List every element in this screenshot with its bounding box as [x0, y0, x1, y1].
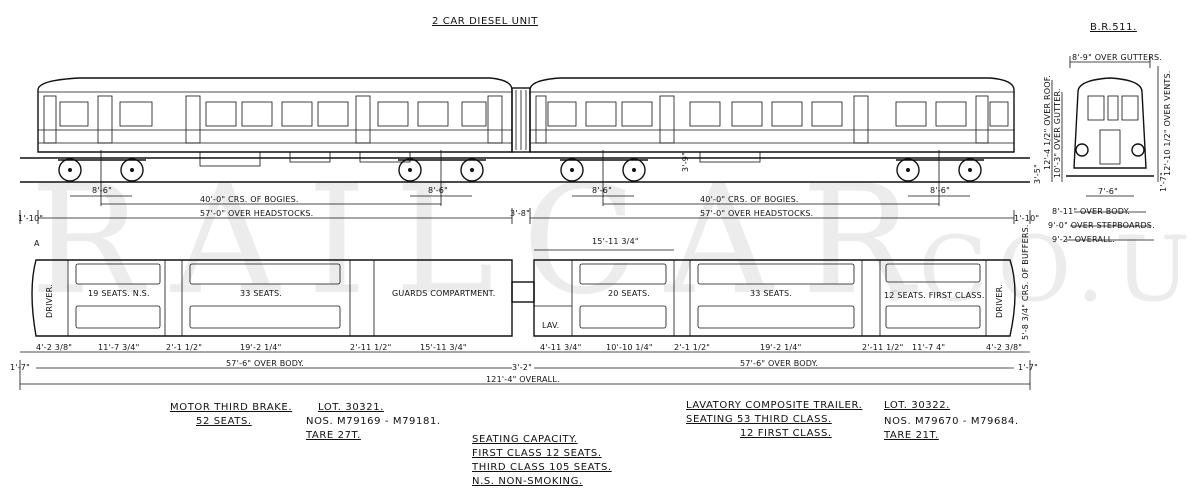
- motor-car-windows: [59, 101, 487, 127]
- bogie-width-dimension: 7'-6": [1098, 187, 1118, 196]
- wheelbase-dimension: 8'-6": [92, 186, 112, 195]
- compartment-label: 19 SEATS. N.S.: [88, 289, 150, 298]
- trailer-car-first: 12 FIRST CLASS.: [740, 428, 832, 439]
- trailer-car-tare: TARE 21T.: [883, 430, 939, 441]
- compartment-dimension: 2'-1 1/2": [166, 343, 202, 352]
- trailer-car-windows: [547, 101, 1009, 127]
- over-stepboards-dimension: 9'-0" OVER STEPBOARDS.: [1048, 221, 1155, 230]
- motor-car-info: MOTOR THIRD BRAKE. LOT. 30321. 52 SEATS.…: [170, 402, 441, 441]
- motor-car-doors: [43, 95, 503, 144]
- coupling-gap-dimension: 3'-2": [512, 363, 532, 372]
- capacity-ns: N.S. NON-SMOKING.: [472, 476, 583, 487]
- diagram-reference: B.R.511.: [1090, 22, 1137, 33]
- compartment-dimension: 11'-7 3/4": [98, 343, 139, 352]
- motor-car-name: MOTOR THIRD BRAKE.: [170, 402, 292, 413]
- end-view-body: [1073, 77, 1147, 169]
- trailer-car-lot: LOT. 30322.: [884, 400, 950, 411]
- capacity-heading: SEATING CAPACITY.: [472, 434, 578, 445]
- body-length-dimension: 57'-6" OVER BODY.: [740, 359, 818, 368]
- bogie: [58, 158, 146, 182]
- guards-length-dimension: 15'-11 3/4": [592, 237, 639, 246]
- trailer-car-seating: SEATING 53 THIRD CLASS.: [686, 414, 832, 425]
- seating-capacity-block: SEATING CAPACITY. FIRST CLASS 12 SEATS. …: [471, 434, 612, 487]
- bogie: [896, 158, 984, 182]
- gangway-gap-dimension: 3'-8": [510, 209, 530, 218]
- motor-car-numbers: NOS. M79169 - M79181.: [306, 416, 441, 427]
- compartment-dimension: 4'-2 3/8": [36, 343, 72, 352]
- motor-car-plan: [31, 259, 513, 337]
- wheelbase-dimension: 8'-6": [930, 186, 950, 195]
- trailer-car-plan: [533, 259, 1016, 337]
- trailer-car-numbers: NOS. M79670 - M79684.: [884, 416, 1019, 427]
- motor-car-seats: 52 SEATS.: [196, 416, 252, 427]
- capacity-third: THIRD CLASS 105 SEATS.: [471, 462, 612, 473]
- motor-car-body: [37, 77, 513, 153]
- over-body-dimension: 8'-11" OVER BODY.: [1052, 207, 1130, 216]
- over-gutters-dimension: 8'-9" OVER GUTTERS.: [1072, 53, 1162, 62]
- compartment-dimension: 19'-2 1/4": [760, 343, 801, 352]
- end-dimension: 1'-10": [18, 214, 43, 223]
- trailer-car-info: LAVATORY COMPOSITE TRAILER. LOT. 30322. …: [686, 400, 1019, 441]
- diagram-title: 2 CAR DIESEL UNIT: [432, 16, 538, 27]
- lavatory-label: LAV.: [542, 321, 559, 330]
- overall-width-dimension: 9'-2" OVERALL.: [1052, 235, 1115, 244]
- capacity-first: FIRST CLASS 12 SEATS.: [472, 448, 602, 459]
- low-dimension-right: 1'-7": [1159, 172, 1168, 192]
- bogie-centres-dimension: 40'-0" CRS. OF BOGIES.: [200, 195, 299, 204]
- first-class-label: 12 SEATS. FIRST CLASS.: [884, 291, 985, 300]
- watermark-suffix: .CO.UK: [880, 217, 1200, 322]
- headstocks-dimension: 57'-0" OVER HEADSTOCKS.: [200, 209, 313, 218]
- over-roof-dimension: 12'-4 1/2" OVER ROOF.: [1043, 75, 1052, 170]
- compartment-dimension: 2'-11 1/2": [350, 343, 391, 352]
- buffer-centres-dimension: 5'-8 3/4" CRS. OF BUFFERS.: [1021, 224, 1030, 340]
- motor-car-lot: LOT. 30321.: [318, 402, 384, 413]
- seat-group: [75, 263, 341, 329]
- seat-group: [579, 263, 981, 329]
- end-dimension: 1'-7": [1018, 363, 1038, 372]
- trailer-car-doors: [535, 95, 989, 144]
- compartment-dimension: 10'-10 1/4": [606, 343, 653, 352]
- bogie: [560, 158, 648, 182]
- guards-compartment-label: GUARDS COMPARTMENT.: [392, 289, 496, 298]
- overall-length-dimension: 121'-4" OVERALL.: [486, 375, 560, 384]
- driver-cab-label: DRIVER.: [995, 284, 1004, 318]
- end-dimension: 1'-10": [1014, 214, 1039, 223]
- motor-car-tare: TARE 27T.: [305, 430, 361, 441]
- compartment-label: 33 SEATS.: [750, 289, 792, 298]
- compartment-dimension: 2'-11 1/2": [862, 343, 903, 352]
- compartment-label: 33 SEATS.: [240, 289, 282, 298]
- body-length-dimension: 57'-6" OVER BODY.: [226, 359, 304, 368]
- trailer-car-body: [529, 77, 1015, 153]
- end-view: 8'-9" OVER GUTTERS. 12'-4 1/2" OVER ROOF…: [1033, 53, 1172, 244]
- side-elevation: 8'-6" 8'-6" 8'-6" 8'-6" 40'-0" CRS. OF B…: [18, 77, 1039, 224]
- driver-cab-label: DRIVER.: [45, 284, 54, 318]
- over-vents-dimension: 12'-10 1/2" OVER VENTS.: [1163, 71, 1172, 177]
- bogie: [398, 158, 486, 182]
- wheelbase-dimension: 8'-6": [428, 186, 448, 195]
- plan-marker: A: [34, 239, 40, 248]
- compartment-dimension: 19'-2 1/4": [240, 343, 281, 352]
- plan-view: A DRIVER. 19 SEATS. N.S. 33 SEATS. GUARD…: [10, 224, 1038, 390]
- bogie-centres-dimension: 40'-0" CRS. OF BOGIES.: [700, 195, 799, 204]
- compartment-dimension: 2'-1 1/2": [674, 343, 710, 352]
- trailer-car-name: LAVATORY COMPOSITE TRAILER.: [686, 400, 862, 411]
- watermark-text: RAILCAR: [30, 154, 942, 328]
- compartment-label: 20 SEATS.: [608, 289, 650, 298]
- compartment-dimension: 4'-2 3/8": [986, 343, 1022, 352]
- low-dimension-left: 3'-5": [1033, 164, 1042, 184]
- compartment-dimension: 11'-7 4": [912, 343, 945, 352]
- wheelbase-dimension: 8'-6": [592, 186, 612, 195]
- buffer-height-dimension: 3'-9": [681, 152, 690, 172]
- compartment-dimension: 15'-11 3/4": [420, 343, 467, 352]
- compartment-dimension: 4'-11 3/4": [540, 343, 581, 352]
- over-gutter-dimension: 10'-3" OVER GUTTER.: [1053, 88, 1062, 178]
- headstocks-dimension: 57'-0" OVER HEADSTOCKS.: [700, 209, 813, 218]
- end-dimension: 1'-7": [10, 363, 30, 372]
